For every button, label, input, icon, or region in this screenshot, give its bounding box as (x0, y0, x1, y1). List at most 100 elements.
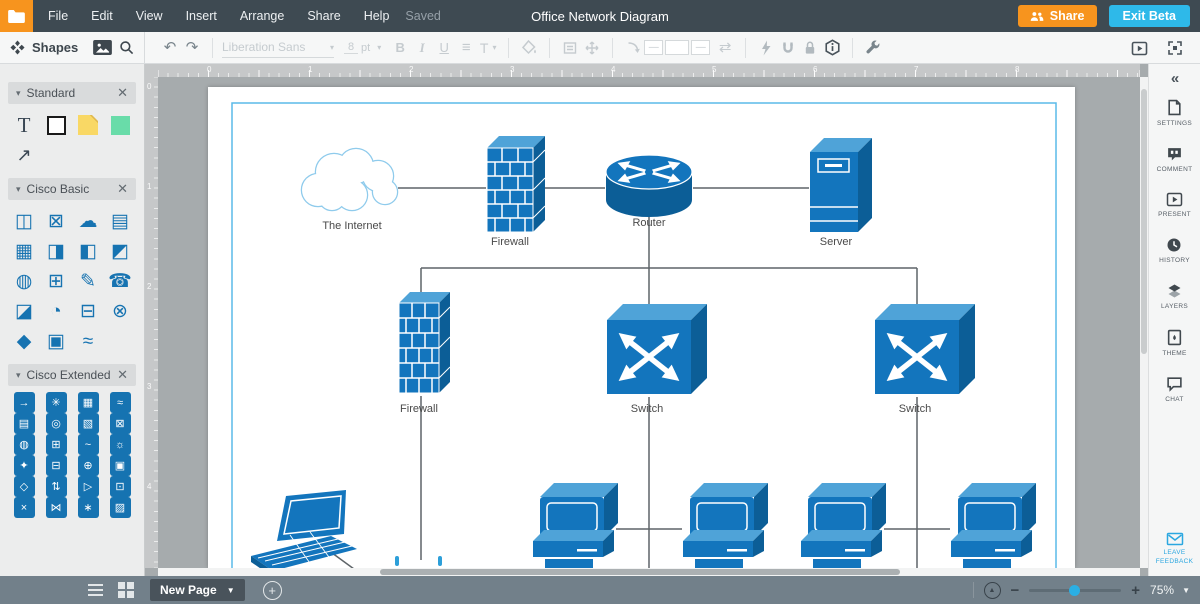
cisco-extended-shape[interactable]: ▷ (77, 476, 99, 497)
diagram-border[interactable] (231, 102, 1057, 568)
text-shape[interactable]: T (17, 112, 31, 137)
image-library-icon[interactable] (93, 40, 112, 55)
cisco-extended-shape[interactable]: ◍ (13, 434, 35, 455)
connector-endpoint[interactable] (438, 556, 442, 566)
cisco-basic-shape[interactable]: ◩ (111, 240, 129, 262)
dock-item-history[interactable]: HISTORY (1159, 237, 1190, 264)
cisco-basic-shape[interactable]: ☁ (78, 210, 98, 232)
shape-computer-1[interactable] (532, 482, 619, 568)
line-endpoint-controls[interactable]: — — (644, 40, 711, 55)
shape-firewall-top[interactable] (486, 136, 546, 233)
cisco-extended-shape[interactable]: → (13, 392, 35, 413)
label-switch-left[interactable]: Switch (631, 403, 663, 415)
cisco-extended-shape[interactable]: ⊠ (109, 413, 131, 434)
shape-computer-3[interactable] (800, 482, 887, 568)
rectangle-shape[interactable] (46, 110, 66, 140)
undo-icon[interactable]: ↶ (163, 39, 177, 56)
vertical-scrollbar[interactable] (1140, 77, 1148, 568)
connector-endpoint[interactable] (395, 556, 399, 566)
dock-item-settings[interactable]: SETTINGS (1157, 99, 1192, 127)
shape-internet-cloud[interactable] (300, 147, 399, 212)
cisco-basic-shape[interactable]: ⊗ (112, 300, 128, 322)
redo-icon[interactable]: ↷ (185, 39, 199, 56)
cisco-extended-shape[interactable]: ≈ (109, 392, 131, 413)
dock-item-layers[interactable]: LAYERS (1161, 283, 1188, 310)
cisco-basic-shape[interactable]: ✎ (80, 270, 96, 292)
label-firewall-top[interactable]: Firewall (491, 236, 529, 248)
zoom-out-button[interactable]: − (1010, 581, 1020, 599)
shape-server[interactable] (810, 138, 872, 232)
arrow-shape[interactable]: ↗ (16, 144, 32, 165)
cisco-extended-shape[interactable]: ▨ (109, 497, 131, 518)
text-style-button[interactable]: T▾ (479, 39, 497, 56)
cisco-basic-shape[interactable]: ⊟ (80, 300, 96, 322)
bold-button[interactable]: B (395, 40, 405, 55)
cisco-extended-shape[interactable]: ▧ (77, 413, 99, 434)
font-size-select[interactable]: 8 pt ▾ (344, 38, 381, 58)
text-align-button[interactable]: ≡ (461, 39, 471, 56)
cisco-extended-shape[interactable]: ▦ (77, 392, 99, 413)
label-router[interactable]: Router (632, 217, 665, 229)
font-family-select[interactable]: Liberation Sans ▾ (222, 37, 334, 58)
line-end-style[interactable]: — (691, 40, 711, 55)
italic-button[interactable]: I (419, 40, 425, 55)
cisco-basic-shape[interactable]: ▤ (111, 210, 129, 232)
horizontal-scrollbar[interactable] (158, 568, 1140, 576)
lock-icon[interactable] (799, 36, 821, 60)
cisco-basic-shape[interactable]: ▣ (47, 330, 65, 352)
shape-router[interactable] (605, 154, 693, 217)
fill-color-icon[interactable] (518, 36, 540, 60)
section-header-cisco-extended[interactable]: ▾ Cisco Extended ✕ (8, 364, 136, 386)
cisco-extended-shape[interactable]: ▣ (109, 455, 131, 476)
dock-item-chat[interactable]: CHAT (1165, 376, 1183, 403)
pointer-mode-icon[interactable]: ▲ (983, 581, 1001, 599)
filled-square-shape[interactable] (110, 110, 130, 140)
horizontal-scrollbar-thumb[interactable] (380, 569, 900, 575)
cisco-extended-shape[interactable]: × (13, 497, 35, 518)
shape-computer-2[interactable] (682, 482, 769, 568)
leave-feedback-button[interactable]: LEAVE FEEDBACK (1156, 532, 1193, 566)
zoom-slider[interactable] (1029, 584, 1122, 596)
menu-edit[interactable]: Edit (91, 9, 113, 23)
menu-arrange[interactable]: Arrange (239, 9, 285, 23)
close-icon[interactable]: ✕ (117, 367, 128, 382)
cisco-basic-shape[interactable]: ⊞ (48, 270, 64, 292)
quick-actions-icon[interactable] (755, 36, 777, 60)
fullscreen-icon[interactable] (1164, 36, 1186, 60)
zoom-in-button[interactable]: + (1131, 581, 1141, 599)
zoom-slider-knob[interactable] (1069, 584, 1081, 596)
underline-button[interactable]: U (439, 40, 449, 55)
text-frame-icon[interactable] (559, 36, 581, 60)
cisco-extended-shape[interactable]: ⊕ (77, 455, 99, 476)
menu-share[interactable]: Share (307, 9, 341, 23)
cisco-basic-shape[interactable]: ◪ (15, 300, 33, 322)
shape-firewall-mid[interactable] (398, 292, 451, 394)
app-logo[interactable] (0, 0, 33, 32)
move-position-icon[interactable] (581, 36, 603, 60)
present-inline-icon[interactable] (1128, 36, 1150, 60)
page-grid-view-icon[interactable] (118, 582, 134, 598)
cisco-basic-shape[interactable]: ◔ (50, 300, 62, 322)
cisco-basic-shape[interactable]: ☎ (108, 270, 132, 292)
label-internet[interactable]: The Internet (322, 220, 381, 232)
cisco-basic-shape[interactable]: ◍ (15, 270, 33, 292)
exit-beta-button[interactable]: Exit Beta (1108, 5, 1190, 27)
cisco-basic-shape[interactable]: ◧ (79, 240, 97, 262)
cisco-extended-shape[interactable]: ☼ (109, 434, 131, 455)
label-server[interactable]: Server (820, 236, 853, 248)
cisco-extended-shape[interactable]: ◇ (13, 476, 35, 497)
shape-switch-right[interactable] (875, 304, 975, 394)
diagram-page[interactable]: The Internet Firewall Router Server Fire… (208, 87, 1075, 568)
cisco-extended-shape[interactable]: ⋈ (45, 497, 67, 518)
shape-laptop[interactable] (251, 490, 357, 568)
cisco-extended-shape[interactable]: ✳ (45, 392, 67, 413)
line-width-field[interactable] (665, 40, 690, 55)
note-shape[interactable] (78, 110, 98, 140)
cisco-extended-shape[interactable]: ✦ (13, 455, 35, 476)
vertical-scrollbar-thumb[interactable] (1141, 89, 1147, 354)
cisco-extended-shape[interactable]: ∗ (77, 497, 99, 518)
connector-lines[interactable] (327, 187, 950, 568)
cisco-extended-shape[interactable]: ⇅ (45, 476, 67, 497)
section-header-cisco-basic[interactable]: ▾ Cisco Basic ✕ (8, 178, 136, 200)
